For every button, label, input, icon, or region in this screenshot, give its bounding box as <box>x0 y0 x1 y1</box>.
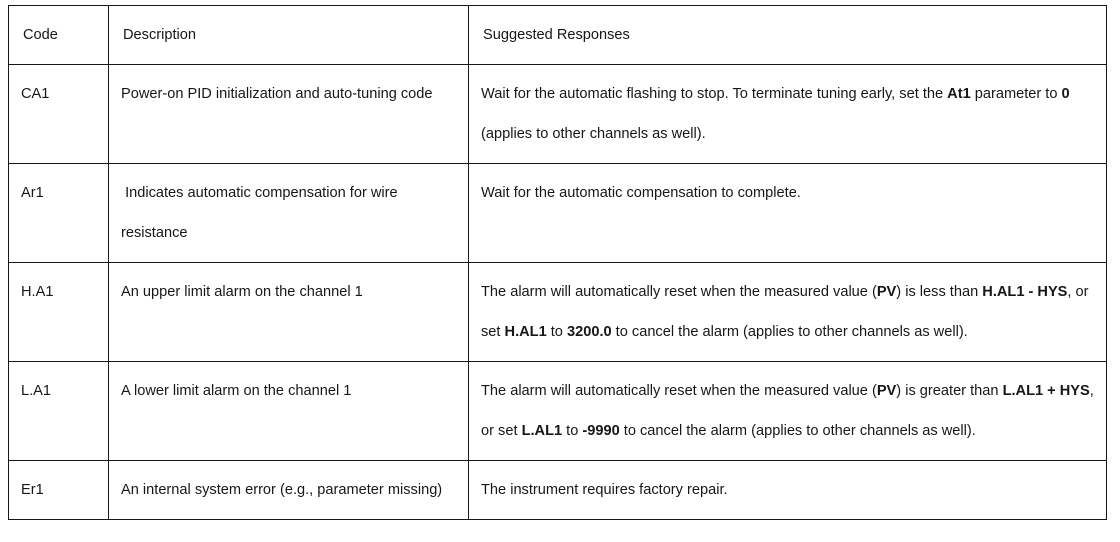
text-fragment: to cancel the alarm (applies to other ch… <box>619 423 976 439</box>
cell-suggested-response: Wait for the automatic compensation to c… <box>468 163 1107 263</box>
text-fragment: to cancel the alarm (applies to other ch… <box>611 324 968 340</box>
emphasis-text: L.AL1 <box>521 423 563 439</box>
emphasis-text: At1 <box>947 86 971 102</box>
emphasis-text: L.AL1 + HYS <box>1002 383 1090 399</box>
cell-code: Ar1 <box>8 163 109 263</box>
table-row: L.A1 A lower limit alarm on the channel 1… <box>8 361 1107 461</box>
cell-description: Indicates automatic compensation for wir… <box>108 163 469 263</box>
table-row: CA1 Power-on PID initialization and auto-… <box>8 64 1107 164</box>
text-fragment: (applies to other channels as well). <box>481 86 1074 142</box>
emphasis-text: 3200.0 <box>566 324 612 340</box>
error-code-table-container: Code Description Suggested Responses CA1… <box>8 5 1107 539</box>
text-fragment: Indicates automatic compensation for wir… <box>121 185 402 241</box>
text-fragment: to <box>562 423 583 439</box>
cell-description: A lower limit alarm on the channel 1 <box>108 361 469 461</box>
emphasis-text: PV <box>876 284 897 300</box>
column-header-code: Code <box>8 5 109 65</box>
text-fragment: A lower limit alarm on the channel 1 <box>121 383 352 399</box>
table-header: Code Description Suggested Responses <box>8 5 1107 65</box>
text-fragment: ) is less than <box>896 284 983 300</box>
table-row: Ar1 Indicates automatic compensation for… <box>8 163 1107 263</box>
column-header-description: Description <box>108 5 469 65</box>
text-fragment: The alarm will automatically reset when … <box>481 383 877 399</box>
text-fragment: to <box>546 324 567 340</box>
table-header-row: Code Description Suggested Responses <box>8 5 1107 65</box>
table-body: CA1 Power-on PID initialization and auto-… <box>8 64 1107 520</box>
text-fragment: , or set <box>481 284 1093 340</box>
cell-description: An upper limit alarm on the channel 1 <box>108 262 469 362</box>
table-row: Er1 An internal system error (e.g., param… <box>8 460 1107 520</box>
cell-suggested-response: The instrument requires factory repair. <box>468 460 1107 520</box>
emphasis-text: H.AL1 - HYS <box>982 284 1068 300</box>
text-fragment: Power-on PID initialization and auto-tun… <box>121 86 433 102</box>
emphasis-text: 0 <box>1061 86 1070 102</box>
text-fragment: The alarm will automatically reset when … <box>481 284 877 300</box>
error-code-table: Code Description Suggested Responses CA1… <box>8 5 1107 520</box>
emphasis-text: PV <box>876 383 897 399</box>
table-row: H.A1 An upper limit alarm on the channel … <box>8 262 1107 362</box>
cell-suggested-response: The alarm will automatically reset when … <box>468 262 1107 362</box>
cell-code: CA1 <box>8 64 109 164</box>
cell-description: An internal system error (e.g., paramete… <box>108 460 469 520</box>
cell-suggested-response: The alarm will automatically reset when … <box>468 361 1107 461</box>
cell-code: L.A1 <box>8 361 109 461</box>
text-fragment: An internal system error (e.g., paramete… <box>121 482 443 498</box>
text-fragment: An upper limit alarm on the channel 1 <box>121 284 363 300</box>
text-fragment: parameter to <box>970 86 1062 102</box>
text-fragment: ) is greater than <box>896 383 1003 399</box>
text-fragment: Wait for the automatic compensation to c… <box>481 185 801 201</box>
cell-code: H.A1 <box>8 262 109 362</box>
emphasis-text: H.AL1 <box>504 324 547 340</box>
cell-description: Power-on PID initialization and auto-tun… <box>108 64 469 164</box>
cell-suggested-response: Wait for the automatic flashing to stop.… <box>468 64 1107 164</box>
text-fragment: The instrument requires factory repair. <box>481 482 728 498</box>
emphasis-text: -9990 <box>582 423 620 439</box>
text-fragment: , or set <box>481 383 1098 439</box>
cell-code: Er1 <box>8 460 109 520</box>
text-fragment: Wait for the automatic flashing to stop.… <box>481 86 948 102</box>
column-header-suggested-responses: Suggested Responses <box>468 5 1107 65</box>
